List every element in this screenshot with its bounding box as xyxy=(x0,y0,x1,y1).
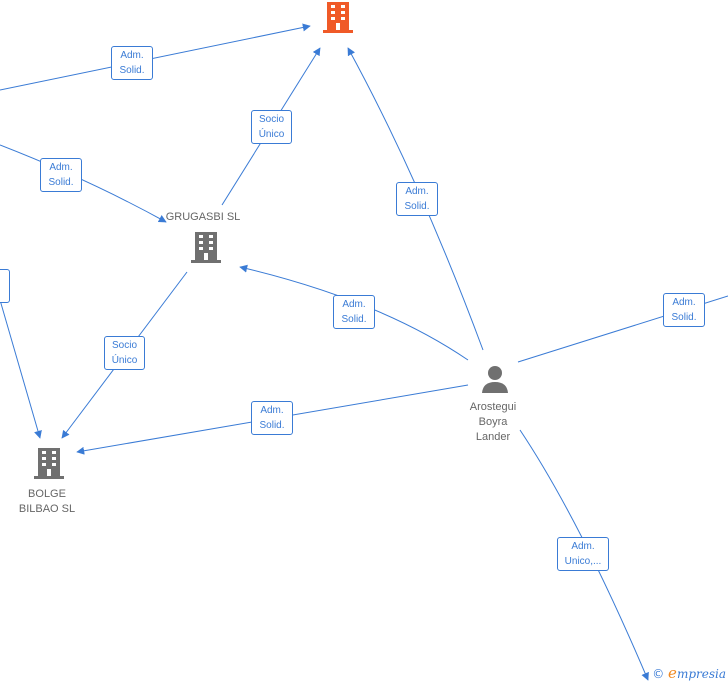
edge-offscreen-to-bolge xyxy=(0,299,42,439)
edge-label-adm-solid[interactable]: Adm. Solid. xyxy=(251,401,293,435)
brand-e: e xyxy=(668,664,677,682)
building-icon xyxy=(34,448,64,479)
person-name: Arostegui Boyra Lander xyxy=(469,401,517,443)
building-icon xyxy=(323,2,353,33)
edge-offscreen-to-grugasbi xyxy=(0,144,167,223)
copyright-icon: © xyxy=(652,667,665,681)
person-icon xyxy=(482,366,508,393)
empresia-watermark: © empresia xyxy=(652,664,726,682)
top-company-node[interactable] xyxy=(321,0,355,34)
edge-label-adm-solid[interactable]: Adm. Solid. xyxy=(396,182,438,216)
edge-label-adm-solid[interactable]: Adm. Solid. xyxy=(333,295,375,329)
grugasbi-name: GRUGASBI SL xyxy=(165,211,241,223)
building-icon xyxy=(191,232,221,263)
edge-offscreen-to-top-company xyxy=(0,23,311,91)
edge-label-adm-solid[interactable]: Adm. Solid. xyxy=(40,158,82,192)
edge-label-adm-solid[interactable]: Adm. Solid. xyxy=(663,293,705,327)
bolge-node[interactable] xyxy=(32,446,66,480)
bolge-name: BOLGE BILBAO SL xyxy=(18,488,76,515)
edge-label-socio-unico[interactable]: Socio Único xyxy=(104,336,145,370)
person-node[interactable] xyxy=(480,364,510,394)
edge-label-partial[interactable] xyxy=(0,269,10,303)
grugasbi-node[interactable] xyxy=(189,230,223,264)
edge-label-adm-unico[interactable]: Adm. Unico,... xyxy=(557,537,609,571)
edge-label-adm-solid[interactable]: Adm. Solid. xyxy=(111,46,153,80)
brand-rest: mpresia xyxy=(676,667,726,681)
edge-label-socio-unico[interactable]: Socio Único xyxy=(251,110,292,144)
